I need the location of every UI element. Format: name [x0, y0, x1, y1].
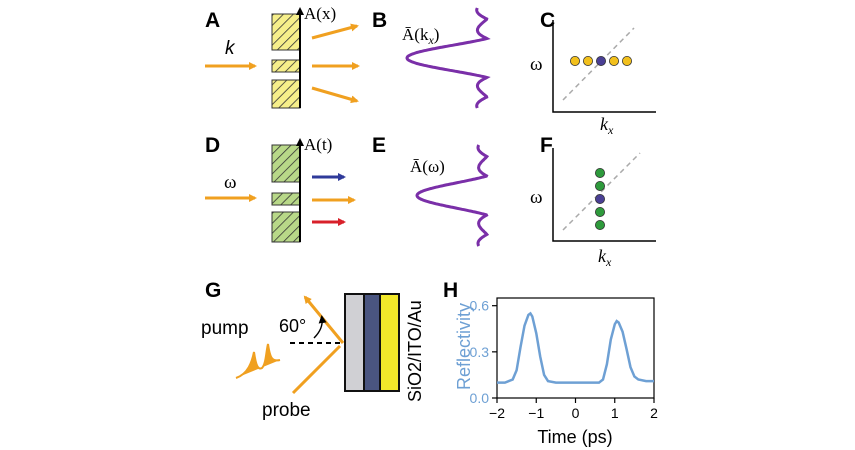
y-tick-label: 0.0	[470, 390, 490, 406]
panel-g: G pump probe 60° SiO2/ITO/Au	[201, 279, 425, 421]
panel-h: H Reflectivity −2 −1 0 1 2 0.0 0.3 0.6 Time (ps…	[443, 279, 658, 447]
center-dot	[595, 193, 606, 204]
panel-letter-f: F	[540, 134, 553, 157]
panel-letter-g: G	[205, 279, 221, 302]
x-tick-label: 1	[611, 405, 619, 421]
diffracted-arrow-up	[311, 23, 359, 40]
light-line	[562, 27, 635, 101]
temporal-slit-block	[271, 211, 301, 243]
kx-dot	[609, 56, 620, 67]
temporal-slit-block	[271, 192, 301, 206]
kx-dot	[570, 56, 581, 67]
panel-e: E Ā(ω)	[372, 134, 490, 247]
x-tick-label: 2	[650, 405, 658, 421]
spatial-slit-block	[271, 79, 301, 109]
dot-column-omega	[595, 167, 606, 230]
function-label-a-kx: Ā(kx)	[402, 25, 439, 47]
panel-f: F ω kx	[530, 134, 656, 269]
center-dot	[596, 56, 607, 67]
panel-letter-c: C	[540, 9, 555, 32]
sio2-layer	[344, 293, 365, 392]
y-tick-label: 0.3	[470, 344, 490, 360]
angle-label: 60°	[279, 316, 306, 336]
temporal-slit-block	[271, 144, 301, 183]
panel-letter-b: B	[372, 9, 387, 32]
au-layer	[379, 293, 400, 392]
axis-label-kx: kx	[600, 114, 614, 137]
stack-label: SiO2/ITO/Au	[405, 300, 425, 402]
chart-ticks: −2 −1 0 1 2 0.0 0.3 0.6	[470, 298, 659, 421]
function-label-a-t: A(t)	[304, 135, 332, 154]
reflectivity-series-line	[497, 311, 654, 384]
x-tick-label: −1	[528, 405, 544, 421]
panel-d: D ω A(t)	[205, 134, 356, 243]
panel-letter-a: A	[205, 9, 220, 32]
probe-label: probe	[262, 400, 311, 421]
panel-letter-e: E	[372, 134, 386, 157]
spatial-slit-block	[271, 13, 301, 51]
pump-label: pump	[201, 318, 249, 339]
panel-b: B Ā(kx)	[372, 7, 491, 109]
x-tick-label: −2	[489, 405, 505, 421]
axis-label-kx: kx	[598, 246, 612, 269]
kx-dot	[583, 56, 594, 67]
function-label-a-omega: Ā(ω)	[410, 157, 445, 176]
chart-xlabel: Time (ps)	[537, 427, 612, 447]
wave-label-omega: ω	[224, 172, 237, 193]
omega-dot	[595, 219, 606, 230]
x-tick-label: 0	[572, 405, 580, 421]
panel-a: A k A(x)	[205, 4, 360, 109]
spatial-slit-block	[271, 59, 301, 73]
sinc-curve-kx	[405, 7, 491, 109]
dot-row-kx	[570, 56, 633, 67]
angle-arc	[313, 315, 327, 339]
light-line	[562, 152, 641, 231]
probe-incident-beam	[291, 344, 342, 395]
probe-reflected-beam	[303, 295, 345, 344]
ito-layer	[363, 293, 381, 392]
pump-pulse-icon	[235, 343, 281, 379]
panel-letter-h: H	[443, 279, 458, 302]
sinc-curve-omega	[415, 144, 490, 247]
panel-c: C ω kx	[530, 9, 656, 137]
diffracted-arrow-down	[311, 86, 359, 104]
chart-ylabel: Reflectivity	[454, 303, 474, 390]
axis-label-omega: ω	[530, 187, 543, 208]
omega-dot	[595, 206, 606, 217]
function-label-a-x: A(x)	[304, 4, 336, 23]
omega-dot	[595, 167, 606, 178]
dispersion-axes	[552, 20, 656, 113]
y-tick-label: 0.6	[470, 298, 490, 314]
omega-dot	[595, 180, 606, 191]
dispersion-axes	[552, 148, 656, 242]
wave-label-k: k	[225, 38, 236, 59]
kx-dot	[622, 56, 633, 67]
axis-label-omega: ω	[530, 54, 543, 75]
panel-letter-d: D	[205, 134, 220, 157]
